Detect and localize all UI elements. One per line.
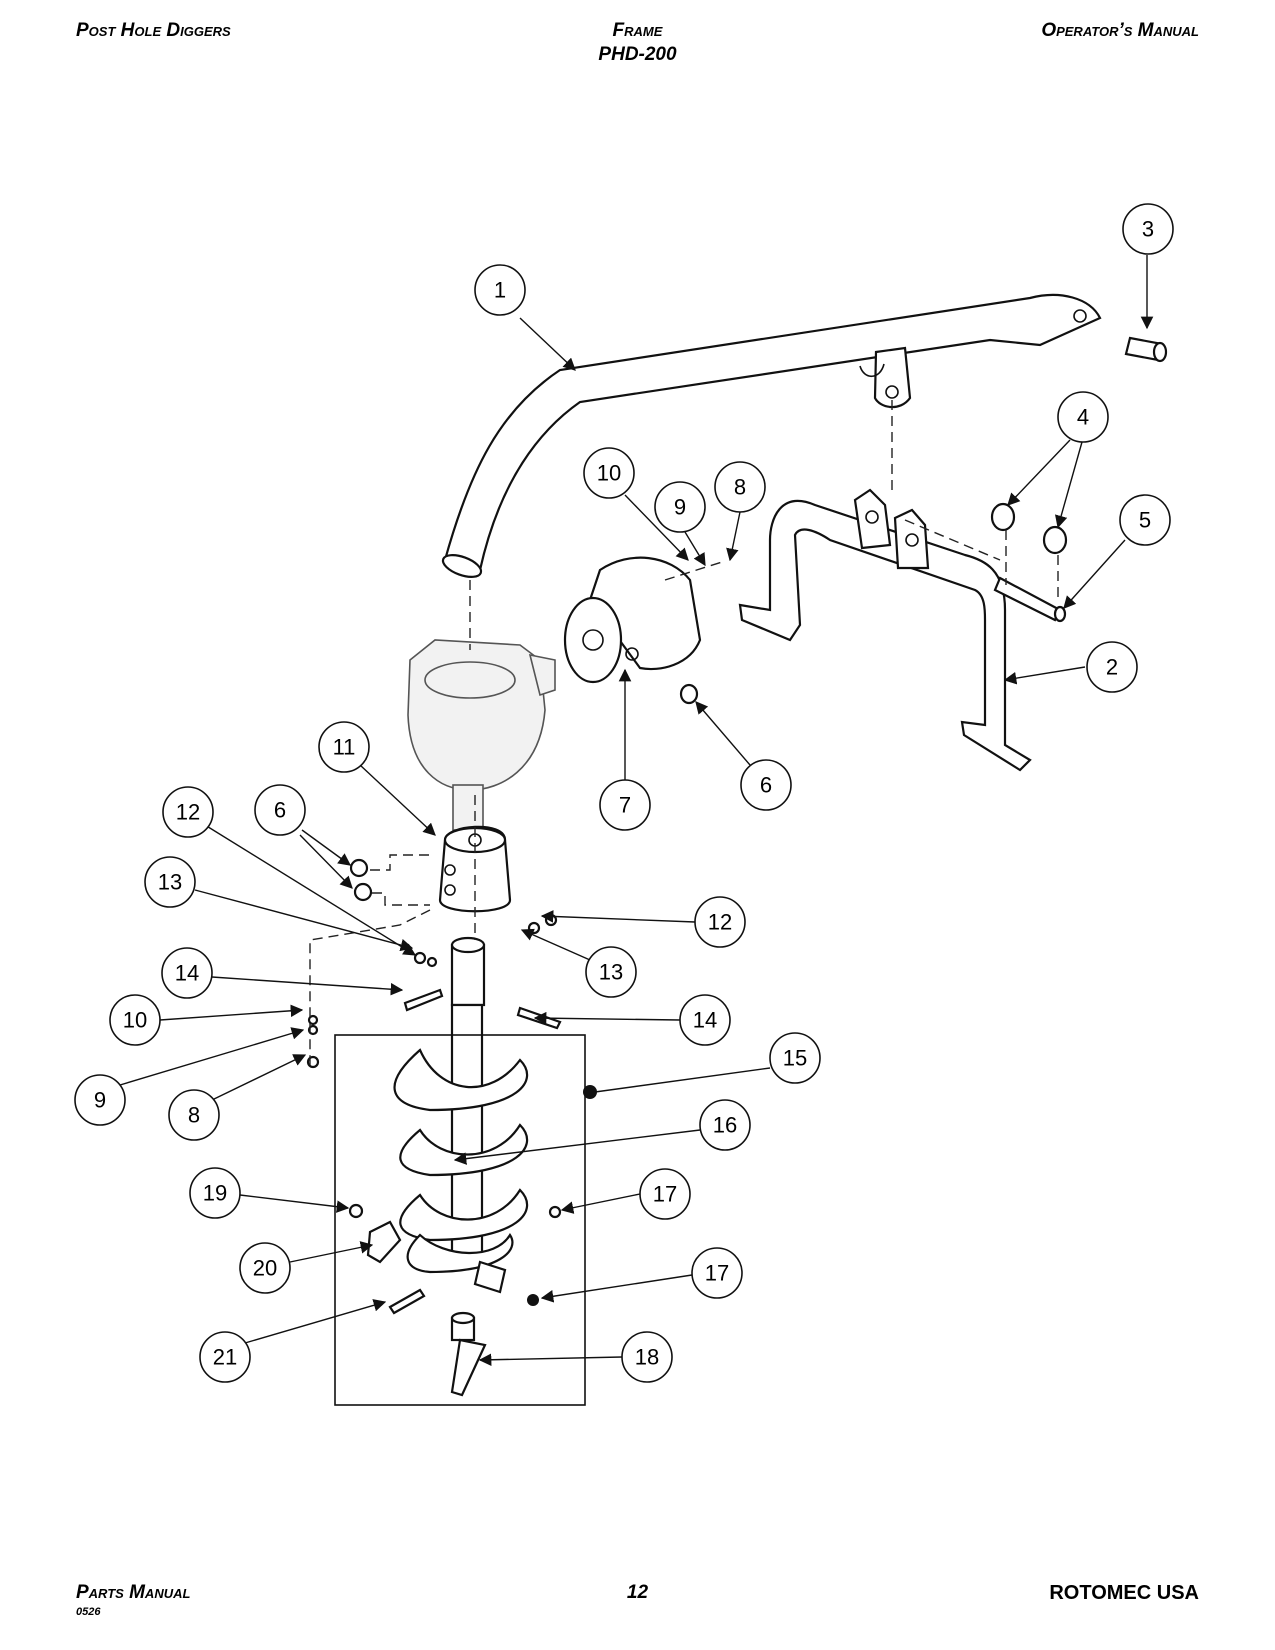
- page-number: 12: [626, 1582, 649, 1603]
- clip-4b: [1042, 525, 1068, 555]
- callouts: 1 2 3 4 5 6 6 7 8 8 9 9: [74, 203, 1174, 1383]
- pilot-bit-18: [450, 1311, 487, 1397]
- callout-9b-label: 9: [94, 1088, 106, 1113]
- pin-5: [993, 576, 1067, 623]
- callout-20-label: 20: [253, 1256, 277, 1281]
- callout-15-label: 15: [783, 1046, 807, 1071]
- callout-19: [189, 1167, 241, 1219]
- callout-18: [621, 1331, 673, 1383]
- callout-12b-label: 12: [708, 910, 732, 935]
- callout-4: [1057, 391, 1109, 443]
- callout-6a: [740, 759, 792, 811]
- callout-5-label: 5: [1139, 508, 1151, 533]
- o-ring-6b: [349, 858, 373, 902]
- callout-20: [239, 1242, 291, 1294]
- callout-16-label: 16: [713, 1113, 737, 1138]
- u-frame: [738, 488, 1032, 772]
- callout-2: [1086, 641, 1138, 693]
- callout-6a-label: 6: [760, 773, 772, 798]
- callout-17a: [639, 1168, 691, 1220]
- boom-arm: [441, 293, 1102, 578]
- callout-5: [1119, 494, 1171, 546]
- callout-11: [318, 721, 370, 773]
- callout-21: [199, 1331, 251, 1383]
- header-section-title: Frame: [612, 20, 663, 41]
- callout-10a-label: 10: [597, 461, 621, 486]
- hydraulic-motor: [563, 556, 702, 684]
- header-model: PHD-200: [598, 44, 677, 65]
- callout-13b-label: 13: [599, 960, 623, 985]
- callout-10a: [583, 447, 635, 499]
- callout-8b-label: 8: [188, 1103, 200, 1128]
- tooth-20: [366, 1220, 402, 1264]
- callout-2-label: 2: [1106, 655, 1118, 680]
- auger-assembly-box: [334, 1034, 586, 1406]
- callout-1: [474, 264, 526, 316]
- alignment-lines: [309, 400, 1059, 1065]
- callout-3-label: 3: [1142, 217, 1154, 242]
- callout-12a-label: 12: [176, 800, 200, 825]
- callout-19-label: 19: [203, 1181, 227, 1206]
- callout-6b-label: 6: [274, 798, 286, 823]
- footer-left-title: Parts Manual: [76, 1582, 191, 1603]
- callout-8a-label: 8: [734, 475, 746, 500]
- callout-14b: [679, 994, 731, 1046]
- o-ring-6a: [679, 683, 699, 705]
- callout-8a: [714, 461, 766, 513]
- callout-8b: [168, 1089, 220, 1141]
- hub-11: [438, 825, 512, 913]
- callout-13a-label: 13: [158, 870, 182, 895]
- callout-17b-label: 17: [705, 1261, 729, 1286]
- gearbox: [407, 639, 556, 831]
- header-right-title: Operator’s Manual: [1041, 20, 1199, 41]
- callout-14a: [161, 947, 213, 999]
- callout-9a-label: 9: [674, 495, 686, 520]
- callout-7: [599, 779, 651, 831]
- callout-11-label: 11: [333, 735, 356, 760]
- callout-15: [769, 1032, 821, 1084]
- clip-4a: [990, 502, 1016, 532]
- pin-3: [1124, 336, 1168, 363]
- callout-17a-label: 17: [653, 1182, 677, 1207]
- header-left-title: Post Hole Diggers: [76, 20, 231, 41]
- callout-9b: [74, 1074, 126, 1126]
- callout-17b: [691, 1247, 743, 1299]
- callout-16: [699, 1099, 751, 1151]
- callout-13b: [585, 946, 637, 998]
- callout-10b: [109, 994, 161, 1046]
- footer-brand: ROTOMEC USA: [1049, 1582, 1199, 1604]
- callout-4-label: 4: [1077, 405, 1089, 430]
- callout-21-label: 21: [213, 1345, 237, 1370]
- callout-6b: [254, 784, 306, 836]
- callout-14b-label: 14: [693, 1008, 717, 1033]
- callout-12a: [162, 786, 214, 838]
- callout-13a: [144, 856, 196, 908]
- callout-3: [1122, 203, 1174, 255]
- callout-7-label: 7: [619, 793, 631, 818]
- callout-14a-label: 14: [175, 961, 199, 986]
- callout-1-label: 1: [494, 278, 506, 303]
- callout-12b: [694, 896, 746, 948]
- auger: [393, 936, 529, 1294]
- callout-10b-label: 10: [123, 1008, 147, 1033]
- callout-18-label: 18: [635, 1345, 659, 1370]
- footer-code: 0526: [76, 1606, 101, 1618]
- callout-9a: [654, 481, 706, 533]
- assembly-marker: [583, 1085, 597, 1099]
